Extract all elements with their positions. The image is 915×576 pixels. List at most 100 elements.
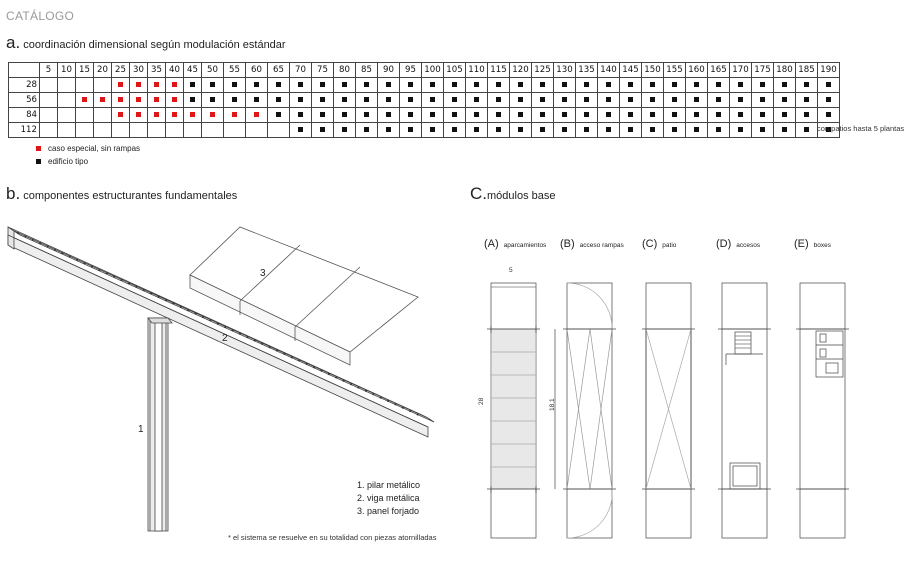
module-name: boxes [813, 242, 832, 249]
grid-column-header: 110 [465, 62, 488, 78]
grid-cell [183, 92, 202, 108]
grid-cell [223, 77, 246, 93]
grid-cell [773, 107, 796, 123]
marker-special [136, 82, 141, 87]
marker-standard [474, 127, 479, 132]
bolt [283, 352, 286, 355]
bolt [290, 356, 293, 359]
grid-column-header: 70 [289, 62, 312, 78]
marker-standard [386, 112, 391, 117]
grid-column-header: 25 [111, 62, 130, 78]
grid-cell [147, 77, 166, 93]
component-list-item: 2. viga metálica [357, 493, 420, 503]
marker-standard [716, 97, 721, 102]
bolt [401, 406, 404, 409]
grid-column-header: 185 [795, 62, 818, 78]
bolt [128, 282, 130, 285]
grid-cell [57, 122, 76, 138]
grid-cell [575, 77, 598, 93]
bolt [135, 285, 138, 288]
module-name: aparcamientos [503, 242, 547, 249]
grid-cell [751, 92, 774, 108]
marker-standard [606, 127, 611, 132]
steel-column [147, 317, 173, 532]
marker-standard [628, 82, 633, 87]
grid-cell [289, 122, 312, 138]
module-d-plan [718, 282, 771, 539]
grid-cell [465, 107, 488, 123]
marker-special [254, 112, 259, 117]
dim-height-a: 28 [478, 397, 485, 405]
marker-standard [190, 82, 195, 87]
module-code: (E) [794, 238, 809, 250]
marker-standard [562, 97, 567, 102]
bolt [54, 248, 56, 251]
module-code: (A) [484, 238, 499, 250]
grid-cell [421, 77, 444, 93]
marker-standard [716, 127, 721, 132]
marker-standard [826, 97, 831, 102]
grid-cell [75, 107, 94, 123]
label-beam: 2 [222, 333, 228, 344]
marker-standard [760, 112, 765, 117]
legend-label: edificio tipo [48, 157, 89, 166]
grid-cell [165, 122, 184, 138]
grid-cell [377, 77, 400, 93]
grid-cell [575, 122, 598, 138]
bolt [416, 413, 419, 416]
grid-cell [641, 122, 664, 138]
base-modules-drawing [487, 282, 849, 539]
component-list-item: 3. panel forjado [357, 506, 420, 516]
grid-cell [575, 92, 598, 108]
grid-cell [333, 77, 356, 93]
marker-standard [474, 97, 479, 102]
marker-standard [452, 127, 457, 132]
marker-standard [320, 112, 325, 117]
marker-standard [782, 97, 787, 102]
marker-standard [628, 127, 633, 132]
grid-column-header: 105 [443, 62, 466, 78]
marker-standard [518, 112, 523, 117]
marker-standard [254, 82, 259, 87]
grid-cell [111, 122, 130, 138]
marker-standard [298, 112, 303, 117]
marker-standard [518, 82, 523, 87]
marker-standard [540, 97, 545, 102]
marker-standard [562, 112, 567, 117]
grid-cell [619, 122, 642, 138]
bolt [142, 289, 145, 292]
marker-special [190, 112, 195, 117]
grid-cell [685, 92, 708, 108]
grid-row-header: 84 [8, 107, 40, 123]
marker-standard [782, 127, 787, 132]
grid-cell [129, 77, 148, 93]
grid-cell [245, 107, 268, 123]
bolt [379, 396, 382, 399]
grid-cell [685, 107, 708, 123]
grid-column-header: 40 [165, 62, 184, 78]
marker-standard [342, 112, 347, 117]
marker-standard [716, 112, 721, 117]
bolt [239, 332, 241, 335]
marker-standard [628, 97, 633, 102]
grid-cell [707, 77, 730, 93]
grid-cell [39, 107, 58, 123]
marker-standard [650, 82, 655, 87]
grid-cell [333, 107, 356, 123]
component-list: 1. pilar metálico 2. viga metálica 3. pa… [357, 479, 420, 518]
grid-cell [399, 77, 422, 93]
grid-cell [531, 122, 554, 138]
grid-cell [443, 107, 466, 123]
grid-cell [147, 122, 166, 138]
marker-standard [386, 127, 391, 132]
grid-cell [267, 77, 290, 93]
grid-cell [531, 107, 554, 123]
marker-special [154, 112, 159, 117]
grid-cell [223, 122, 246, 138]
grid-cell [707, 122, 730, 138]
grid-cell [165, 92, 184, 108]
marker-standard [584, 97, 589, 102]
bolt [172, 302, 175, 305]
marker-special [82, 97, 87, 102]
